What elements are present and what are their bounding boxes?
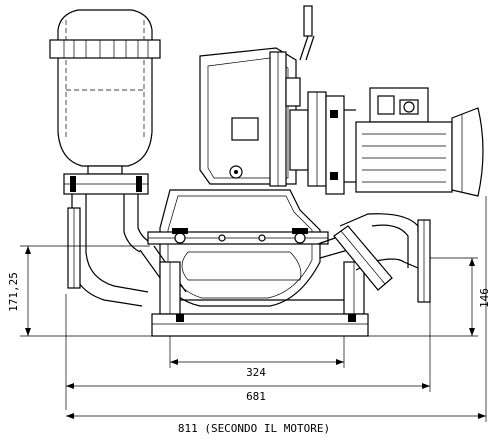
dimension-lines <box>20 196 487 422</box>
electric-motor <box>355 87 484 197</box>
outlet-pipe <box>333 213 431 303</box>
dim-label-base-width: 324 <box>246 366 266 379</box>
pump-base <box>151 261 369 337</box>
motor-lantern <box>199 5 356 195</box>
fan-cover <box>451 107 484 197</box>
inlet-pipe <box>67 194 151 307</box>
dim-label-outlet-height: 146 <box>478 288 491 308</box>
dim-label-overall-length: 811 (SECONDO IL MOTORE) <box>178 422 330 435</box>
dim-label-flange-to-flange: 681 <box>246 390 266 403</box>
dim-label-inlet-height: 171,25 <box>7 272 20 312</box>
expansion-vessel <box>49 9 161 195</box>
